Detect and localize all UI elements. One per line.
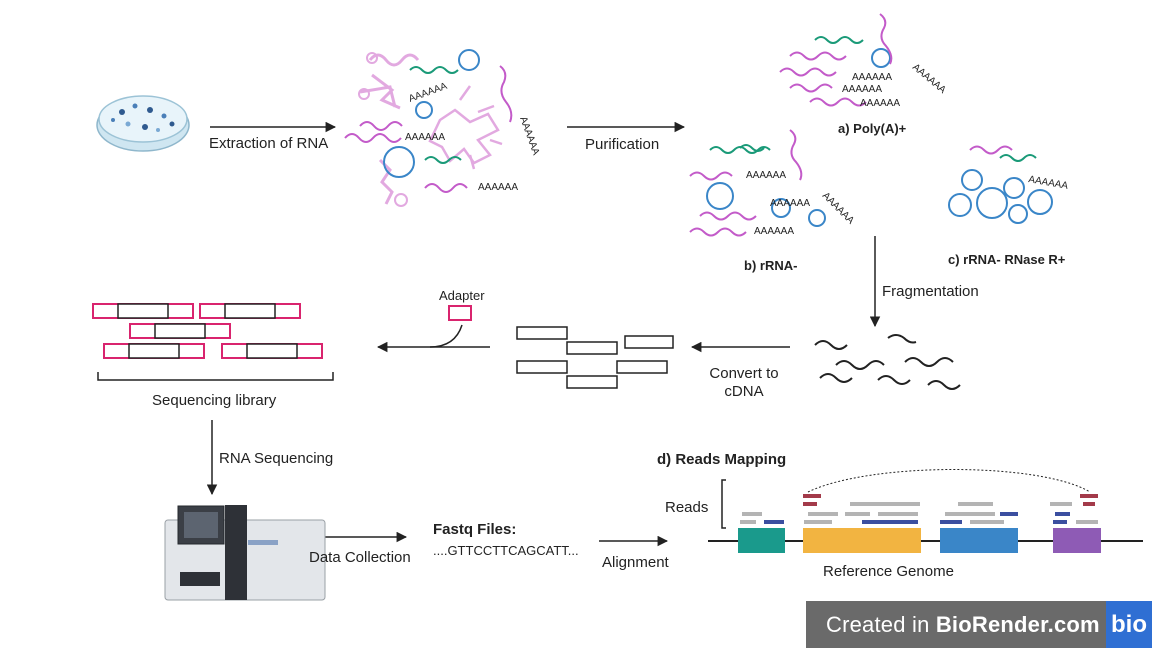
mapped-reads: [740, 494, 1098, 524]
rna-fragments: [814, 334, 961, 390]
badge-brand: BioRender.com: [935, 611, 1100, 637]
label-sequencing: RNA Sequencing: [219, 450, 334, 467]
biorender-logo-icon: bio: [1106, 601, 1152, 648]
label-reference-genome: Reference Genome: [823, 563, 954, 580]
polya-tail: AAAAAA: [852, 72, 892, 83]
sequencing-library: [92, 303, 323, 359]
polya-tail: AAAAAA: [517, 115, 541, 157]
badge-text: Created in BioRender.com: [806, 612, 1100, 638]
polya-tail: AAAAAA: [478, 182, 518, 193]
sequencer-icon: [164, 505, 326, 601]
label-data-collection: Data Collection: [309, 549, 411, 566]
splice-junction-arc: [807, 469, 1091, 493]
exon-2: [803, 528, 921, 553]
polya-tail: AAAAAA: [407, 81, 449, 105]
adapter-ligation-curve: [429, 324, 463, 348]
label-extraction: Extraction of RNA: [209, 135, 329, 152]
mapping-title: d) Reads Mapping: [657, 451, 787, 468]
label-reads: Reads: [665, 499, 709, 516]
exon-1: [738, 528, 785, 553]
exon-3: [940, 528, 1018, 553]
adapter-icon: [448, 305, 472, 321]
reads-bracket: [721, 479, 726, 529]
label-rrna-depleted: b) rRNA-: [744, 258, 798, 273]
polya-tail: AAAAAA: [754, 226, 794, 237]
label-rnase-r: c) rRNA- RNase R+: [948, 252, 1066, 267]
label-convert-line2: cDNA: [724, 383, 764, 400]
fastq-title: Fastq Files:: [433, 521, 517, 538]
polya-tail: AAAAAA: [405, 132, 445, 143]
polya-tail: AAAAAA: [910, 62, 948, 96]
biorender-badge[interactable]: Created in BioRender.com bio: [806, 601, 1152, 648]
polya-tail: AAAAAA: [1027, 174, 1069, 192]
label-adapter: Adapter: [439, 288, 485, 303]
petri-dish-icon: [96, 95, 190, 152]
badge-prefix: Created in: [826, 611, 936, 637]
circrna-enriched-group: [948, 145, 1053, 224]
label-convert-line1: Convert to: [709, 365, 779, 382]
label-library: Sequencing library: [152, 392, 277, 409]
label-polya: a) Poly(A)+: [838, 121, 907, 136]
polya-tail: AAAAAA: [860, 98, 900, 109]
polya-tail: AAAAAA: [842, 84, 882, 95]
cdna-fragments: [516, 326, 674, 389]
rrna-depleted-group: [689, 129, 826, 237]
label-alignment: Alignment: [602, 554, 669, 571]
label-fragmentation: Fragmentation: [882, 283, 979, 300]
library-bracket: [97, 372, 334, 381]
exon-4: [1053, 528, 1101, 553]
rna-mixture: [344, 49, 513, 207]
polya-tail: AAAAAA: [770, 198, 810, 209]
fastq-sequence: ....GTTCCTTCAGCATT...: [433, 543, 579, 558]
polya-tail: AAAAAA: [746, 170, 786, 181]
polya-rna-group: [779, 13, 893, 107]
label-purification: Purification: [585, 136, 660, 153]
